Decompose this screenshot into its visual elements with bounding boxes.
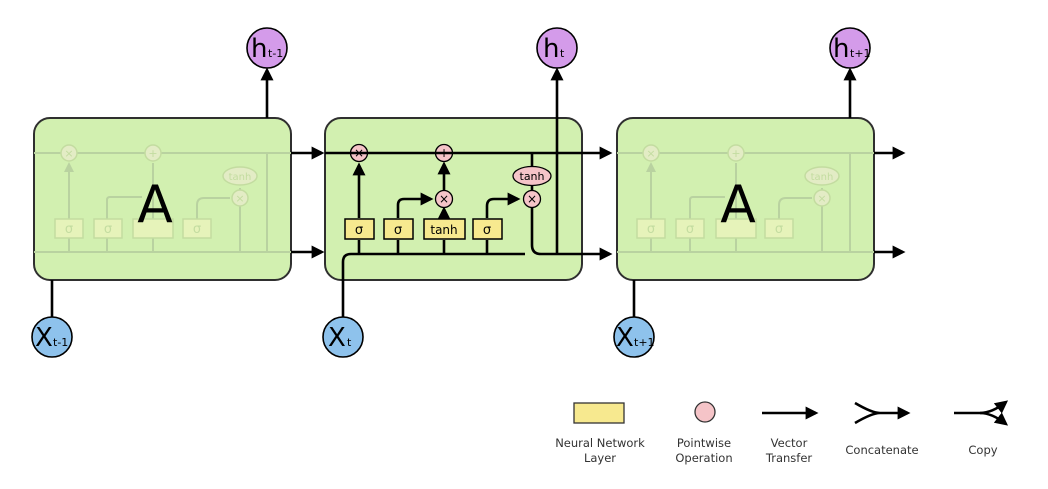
svg-text:X: X: [616, 323, 634, 353]
nn-layer-tanh: [423, 218, 466, 240]
faded-layer-label: σ: [647, 222, 655, 237]
input-node-t: X t: [322, 316, 364, 358]
faded-layers-right: [636, 218, 794, 239]
concatenate-arrow-icon: [854, 403, 908, 423]
nn-layer-label: σ: [394, 223, 402, 238]
lstm-cell-middle: σ σ tanh σ × + × × tanh: [324, 67, 583, 318]
cell-box-right: [616, 117, 875, 281]
faded-layer-label: σ: [775, 222, 783, 237]
faded-op-label: ×: [817, 192, 826, 205]
faded-layer-labels-right: σ σ σ: [647, 222, 783, 237]
faded-internals-right: [617, 152, 874, 253]
op-label: tanh: [520, 170, 545, 183]
middle-layer-labels: σ σ tanh σ: [355, 223, 491, 238]
faded-op-label: +: [148, 147, 157, 160]
nn-layer-label: tanh: [430, 223, 457, 237]
svg-text:Pointwise: Pointwise: [677, 436, 731, 450]
cell-label-left: A: [137, 175, 173, 235]
faded-op-label: tanh: [229, 172, 252, 183]
cell-connections: [50, 67, 906, 318]
middle-layers: [344, 218, 503, 240]
lstm-cell-left: σ σ σ × + × tanh A: [33, 117, 292, 281]
lstm-cell-right: σ σ σ × + × tanh A: [616, 117, 875, 281]
faded-ops-right: [642, 144, 840, 207]
faded-layers-left: [54, 218, 212, 239]
output-node-t-minus-1: h t-1: [246, 27, 288, 69]
svg-text:h: h: [543, 34, 559, 64]
legend-item-pointwise: Pointwise Operation: [675, 401, 733, 465]
faded-op-label: ×: [235, 192, 244, 205]
pointwise-cell-tanh: [512, 165, 552, 187]
copy-arrow-icon-branch: [979, 411, 1009, 426]
svg-text:t-1: t-1: [268, 47, 283, 60]
op-label: ×: [439, 192, 449, 206]
pointwise-output-mult: [522, 189, 542, 209]
svg-text:t+1: t+1: [634, 336, 655, 349]
faded-op-labels-right: × + × tanh: [646, 147, 833, 205]
legend-item-concatenate: Concatenate: [845, 403, 918, 457]
svg-text:Concatenate: Concatenate: [845, 443, 918, 457]
faded-layer-label: σ: [686, 222, 694, 237]
legend-item-copy: Copy: [954, 400, 1009, 457]
nn-layer-output: [472, 218, 503, 240]
pointwise-operation-icon: [694, 401, 716, 423]
svg-text:h: h: [833, 34, 849, 64]
pointwise-input-mult: [434, 189, 454, 209]
svg-text:h: h: [251, 34, 267, 64]
legend-item-nn-layer: Neural Network Layer: [555, 402, 645, 465]
nn-layer-forget: [344, 218, 375, 240]
svg-text:t: t: [560, 47, 565, 60]
faded-op-label: ×: [646, 147, 655, 160]
op-label: ×: [527, 192, 537, 206]
faded-op-label: ×: [64, 147, 73, 160]
nn-layer-label: σ: [483, 223, 491, 238]
input-node-t-plus-1: X t+1: [613, 316, 655, 358]
svg-text:Transfer: Transfer: [765, 451, 813, 465]
output-node-t: h t: [536, 27, 578, 69]
output-node-t-plus-1: h t+1: [829, 27, 871, 69]
svg-text:Layer: Layer: [584, 451, 616, 465]
svg-text:Operation: Operation: [675, 451, 732, 465]
svg-text:Neural Network: Neural Network: [555, 436, 645, 450]
middle-wiring: [341, 67, 564, 318]
nn-layer-label: σ: [355, 223, 363, 238]
faded-op-labels-left: × + × tanh: [64, 147, 251, 205]
svg-text:t: t: [347, 336, 352, 349]
nn-layer-input: [383, 218, 414, 240]
cell-box-left: [33, 117, 292, 281]
faded-layer-label: σ: [104, 222, 112, 237]
svg-text:Copy: Copy: [968, 443, 997, 457]
copy-arrow-icon: [954, 400, 1009, 415]
legend-item-vector-transfer: Vector Transfer: [762, 406, 819, 465]
svg-text:Vector: Vector: [771, 436, 808, 450]
legend: Neural Network Layer Pointwise Operation…: [555, 400, 1009, 465]
faded-layer-label: σ: [65, 222, 73, 237]
faded-op-label: tanh: [811, 172, 834, 183]
svg-text:t-1: t-1: [53, 336, 68, 349]
svg-text:X: X: [35, 323, 53, 353]
svg-text:t+1: t+1: [850, 47, 871, 60]
faded-layer-label: σ: [193, 222, 201, 237]
faded-op-label: +: [731, 147, 740, 160]
svg-text:X: X: [328, 323, 346, 353]
input-nodes: X t-1 X t X t+1: [31, 316, 655, 358]
cell-label-right: A: [720, 175, 756, 235]
faded-ops-left: [60, 144, 258, 207]
output-nodes: h t-1 h t h t+1: [246, 27, 871, 69]
cell-box-middle: [324, 117, 583, 281]
neural-network-layer-icon: [573, 402, 625, 424]
faded-layer-labels-left: σ σ σ: [65, 222, 201, 237]
input-node-t-minus-1: X t-1: [31, 316, 73, 358]
